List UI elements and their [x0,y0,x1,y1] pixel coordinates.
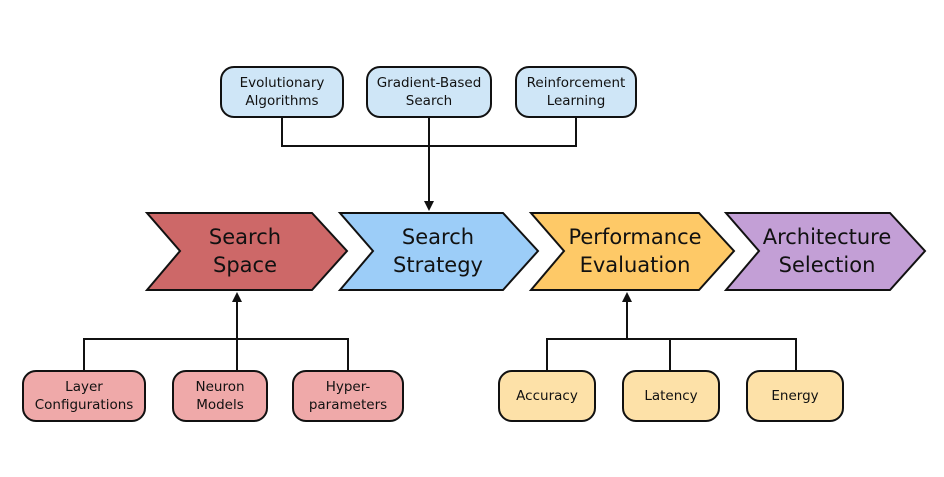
metric-energy-label: Energy [771,387,819,404]
space-hyperparameters: Hyper- parameters [292,370,404,422]
space-hyper-line2: parameters [308,397,388,413]
space-layer-line2: Configurations [34,397,134,413]
stage-search-strategy-line2: Strategy [393,252,483,277]
stage-architecture-selection-label: Architecture Selection [752,213,902,290]
metric-energy: Energy [746,370,844,422]
stage-search-space-shape [144,212,349,291]
stage-performance-evaluation-label: Performance Evaluation [560,213,710,290]
stage-performance-evaluation-shape [528,212,736,291]
stage-search-strategy-line1: Search [401,225,475,250]
strategies-connector [281,118,577,147]
stage-search-strategy-label: Search Strategy [373,213,503,290]
stage-architecture-selection-line2: Selection [778,252,876,277]
space-layer-line1: Layer [65,378,103,395]
strategy-reinforcement-line1: Reinforcement [526,74,626,91]
stage-search-strategy-shape [337,212,540,291]
strategy-gradient-line1: Gradient-Based [376,74,482,91]
stage-performance-evaluation-line2: Evaluation [579,252,691,277]
strategy-evolutionary-line1: Evolutionary [239,74,325,91]
stage-search-space-label: Search Space [180,213,310,290]
space-components-connector [83,338,349,370]
metric-accuracy-label: Accuracy [516,387,578,404]
stage-architecture-selection-shape [723,212,927,291]
strategy-reinforcement-line2: Learning [546,93,606,109]
stage-architecture-selection-line1: Architecture [762,225,892,250]
stage-performance-evaluation-line1: Performance [568,225,702,250]
stage-search-space-line2: Space [213,252,277,277]
strategy-gradient-based-search: Gradient-Based Search [366,66,492,118]
space-neuron-line1: Neuron [195,378,245,395]
space-neuron-models: Neuron Models [172,370,268,422]
strategy-reinforcement-learning: Reinforcement Learning [515,66,637,118]
stage-search-space-line1: Search [208,225,282,250]
strategy-evolutionary-algorithms: Evolutionary Algorithms [220,66,344,118]
strategy-evolutionary-line2: Algorithms [245,93,319,109]
metric-latency: Latency [622,370,720,422]
metrics-connector [546,338,797,370]
space-neuron-line2: Models [196,397,244,413]
metric-accuracy: Accuracy [498,370,596,422]
space-layer-configurations: Layer Configurations [22,370,146,422]
space-hyper-line1: Hyper- [325,378,371,395]
strategy-gradient-line2: Search [405,93,453,109]
metric-latency-label: Latency [644,387,698,404]
